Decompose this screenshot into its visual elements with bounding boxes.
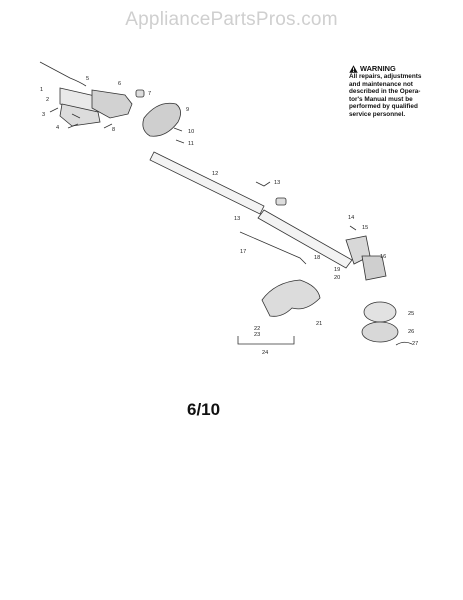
callout-label: 14 [348,215,354,221]
shield-hardware-bracket [237,336,295,345]
coupler [275,197,287,206]
callout-label: 4 [56,125,59,131]
callout-label: 1 [40,87,43,93]
callout-label: 7 [148,91,151,97]
coupler-screw [255,181,271,187]
warning-box: WARNING All repairs, adjustments and mai… [349,65,457,119]
callout-label: 25 [408,311,414,317]
callout-label: 20 [334,275,340,281]
warning-line: tor's Manual must be [349,95,413,103]
screws [49,107,113,129]
callout-label: 23 [254,332,260,338]
callout-label: 5 [86,76,89,82]
callout-label: 17 [240,249,246,255]
callout-label: 19 [334,267,340,273]
throttle-cable [39,61,87,87]
warning-line: performed by qualified [349,103,418,111]
spool-cover [363,301,397,323]
small-fasteners [173,127,185,144]
callout-label: 2 [46,97,49,103]
callout-label: 3 [42,112,45,118]
warning-title: WARNING [360,64,396,74]
callout-label: 22 [254,326,260,332]
handle-housing-right [59,103,101,127]
warning-line: and maintenance not [349,80,413,88]
debris-shield [261,279,321,317]
assist-handle [142,102,181,137]
callout-label: 26 [408,329,414,335]
callout-labels: 1 2 3 4 5 6 7 8 9 10 11 12 13 13 14 15 1… [40,76,418,356]
warning-line: service personnel. [349,110,406,118]
drive-cable [239,231,307,265]
callout-label: 13 [234,216,240,222]
callout-label: 13 [274,180,280,186]
head-screw [349,225,357,231]
lower-shaft [257,209,353,269]
callout-label: 15 [362,225,368,231]
callout-label: 6 [118,81,121,87]
callout-label: 9 [186,107,189,113]
warning-line: described in the Opera- [349,88,421,96]
gear-head-housing [361,255,387,281]
watermark: AppliancePartsPros.com [125,9,338,30]
callout-label: 18 [314,255,320,261]
callout-label: 11 [188,141,194,147]
handle-grip [91,89,133,119]
trimmer-line [395,341,413,346]
warning-triangle-icon [349,65,358,73]
warning-line: All repairs, adjustments [349,73,422,80]
cap-part [135,89,145,98]
page-number: 6/10 [187,400,221,419]
callout-label: 24 [262,350,268,356]
upper-shaft [149,151,265,215]
callout-label: 16 [380,254,386,260]
callout-label: 27 [412,341,418,347]
spool [361,321,399,343]
callout-label: 8 [112,127,115,133]
callout-label: 10 [188,129,194,135]
callout-label: 12 [212,171,218,177]
callout-label: 21 [316,321,322,327]
warning-title-row: WARNING [349,65,457,73]
